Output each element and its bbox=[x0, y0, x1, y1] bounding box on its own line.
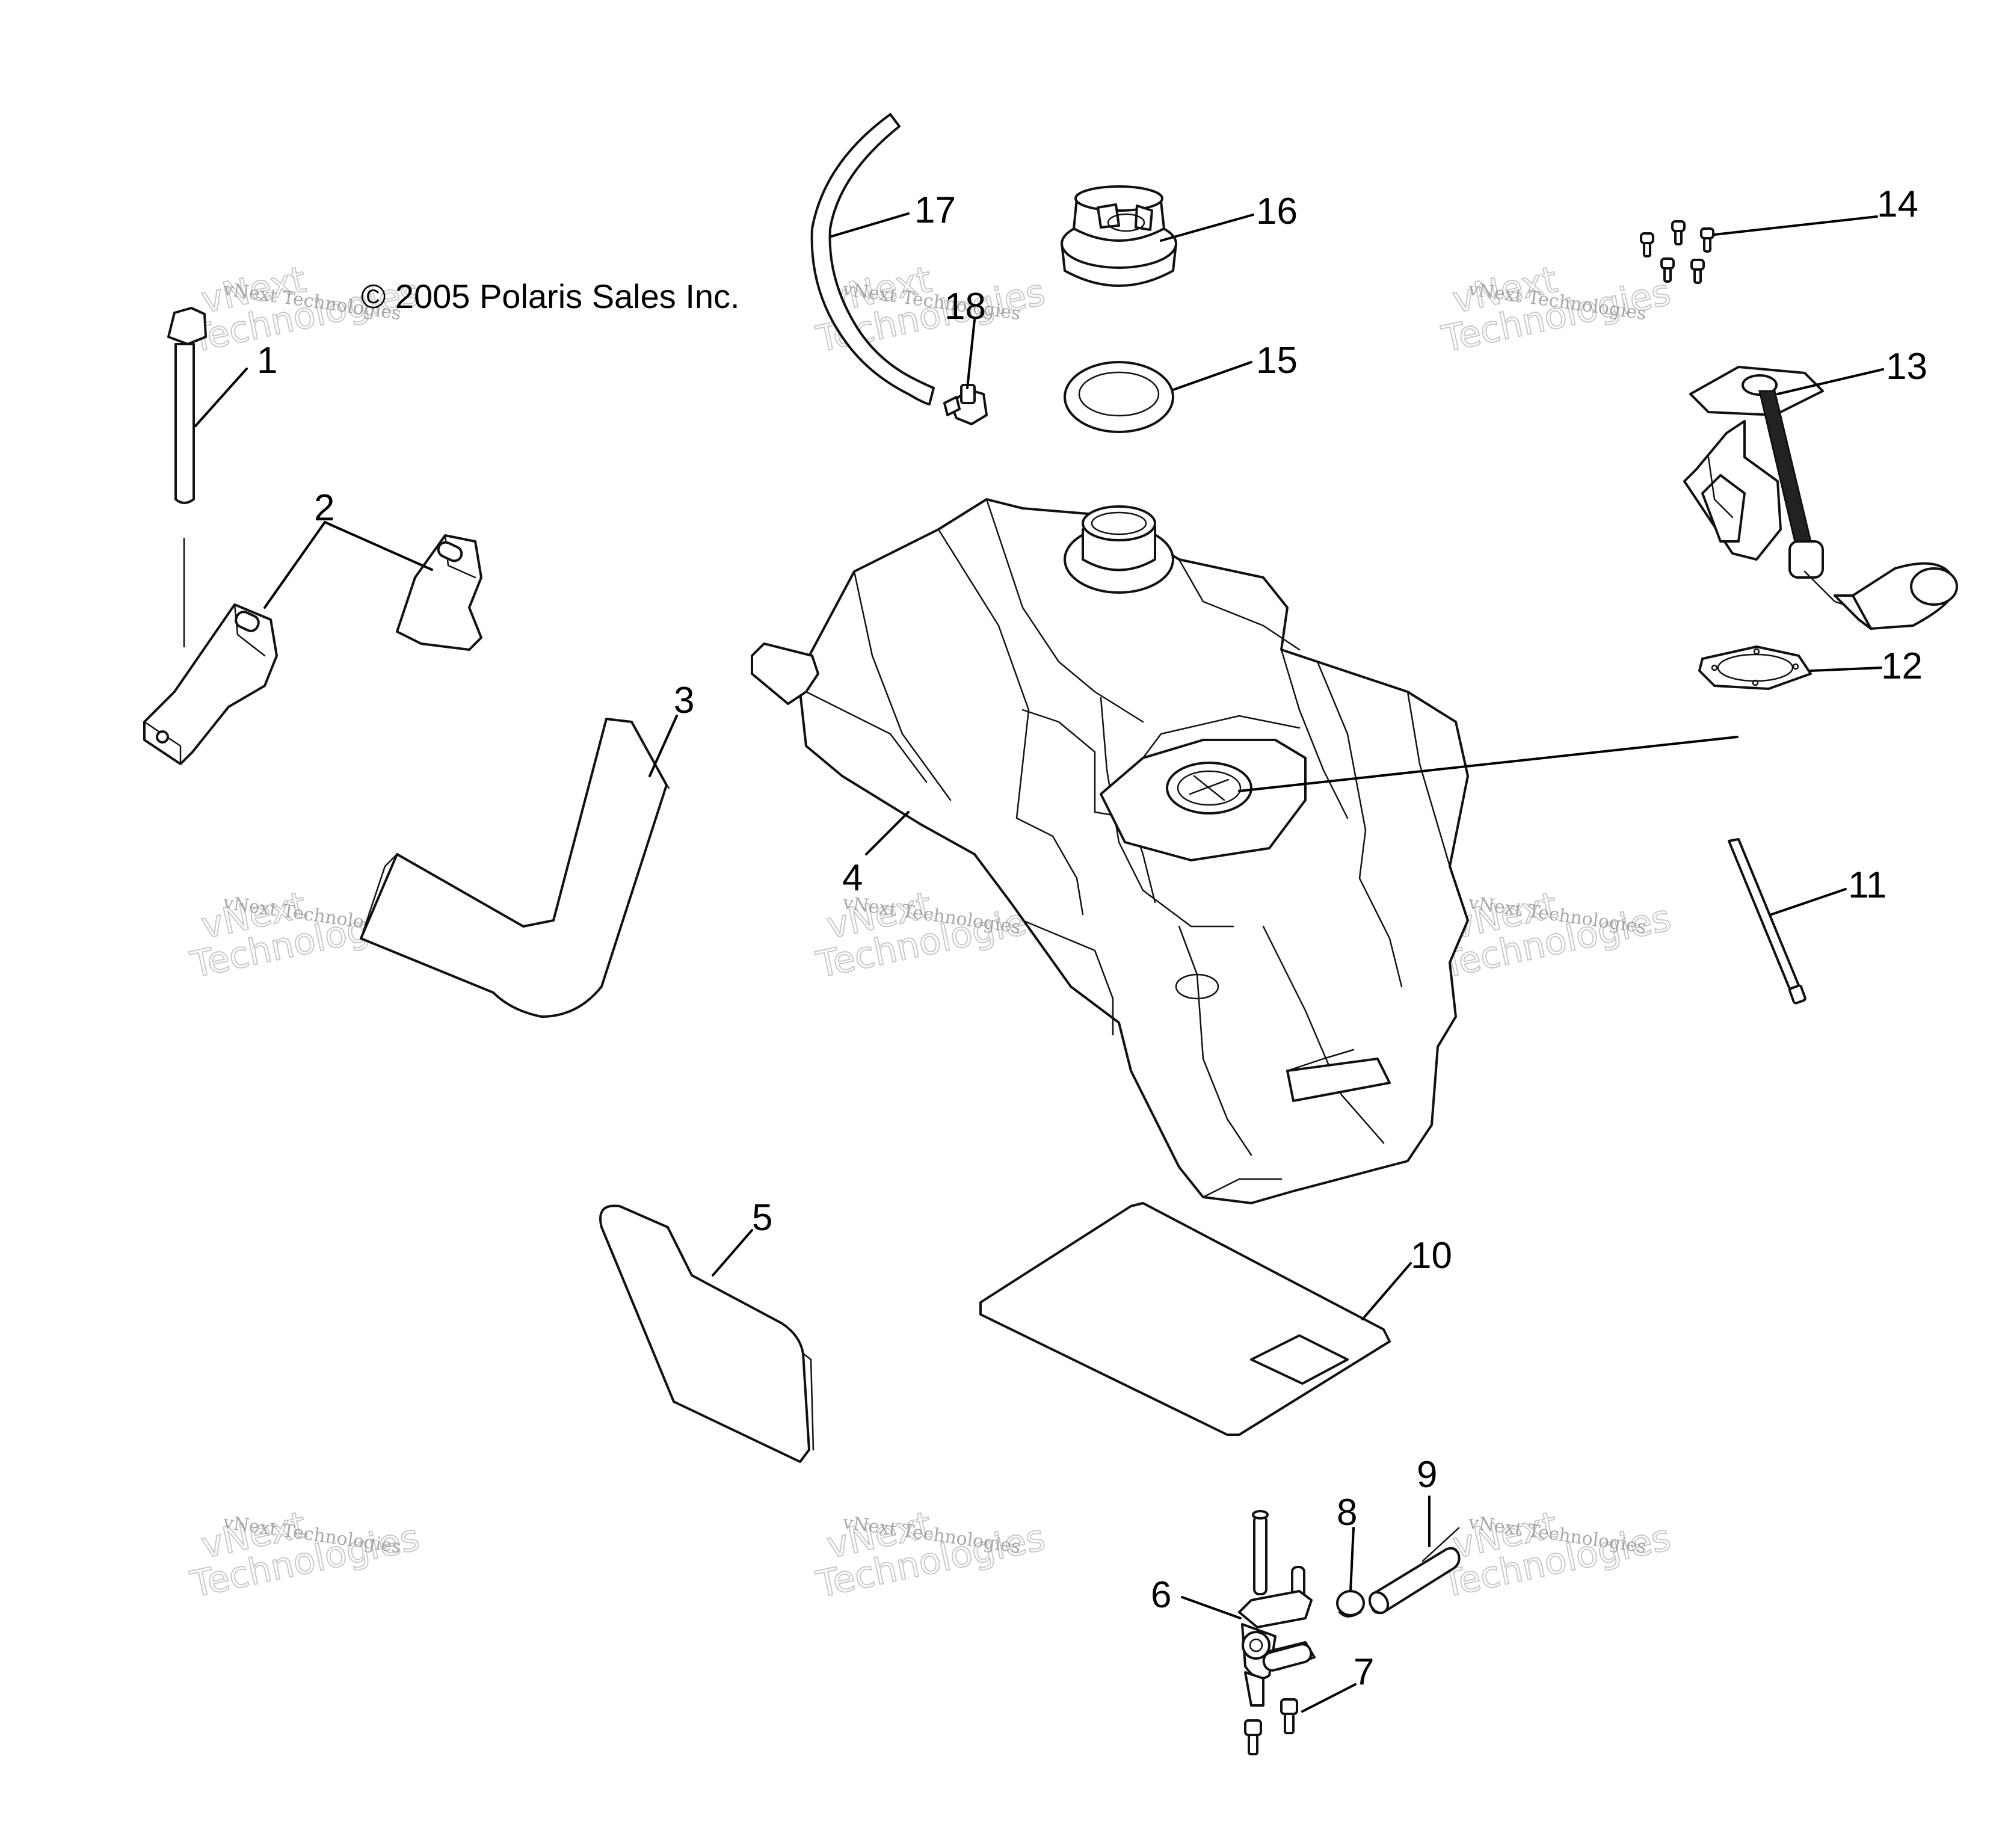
callout-13: 13 bbox=[1886, 346, 1927, 387]
callout-3: 3 bbox=[674, 680, 694, 721]
part-7-screw-b[interactable] bbox=[1280, 1698, 1298, 1734]
callout-10: 10 bbox=[1411, 1235, 1452, 1277]
leader-7 bbox=[1301, 1683, 1357, 1713]
leader-13-to-tank bbox=[1238, 736, 1739, 792]
leader-lines bbox=[194, 212, 1884, 1713]
copyright-notice: © 2005 Polaris Sales Inc. bbox=[361, 277, 740, 315]
part-14-screw[interactable] bbox=[1640, 232, 1654, 257]
part-2-bracket-left[interactable] bbox=[143, 603, 278, 765]
leader-17 bbox=[830, 212, 910, 238]
part-10-mat[interactable] bbox=[979, 1202, 1391, 1436]
part-8-clamp[interactable] bbox=[1336, 1590, 1365, 1618]
callout-1: 1 bbox=[257, 340, 277, 381]
leader-16 bbox=[1160, 214, 1254, 242]
callout-5: 5 bbox=[752, 1197, 772, 1239]
part-2-bracket-right[interactable] bbox=[396, 534, 482, 651]
leader-3 bbox=[648, 715, 678, 777]
leader-12 bbox=[1810, 667, 1882, 672]
part-16-fuel-cap[interactable] bbox=[1061, 185, 1177, 287]
callout-11: 11 bbox=[1848, 864, 1886, 906]
callout-9: 9 bbox=[1417, 1454, 1437, 1495]
callout-2: 2 bbox=[314, 487, 334, 529]
leader-15 bbox=[1172, 361, 1252, 391]
part-12-gasket[interactable] bbox=[1698, 645, 1812, 690]
leader-5 bbox=[712, 1229, 753, 1277]
part-1-bolt[interactable] bbox=[167, 307, 207, 648]
leader-11 bbox=[1770, 888, 1847, 916]
callout-17: 17 bbox=[914, 189, 956, 231]
leader-2a bbox=[263, 521, 326, 609]
part-14-screw[interactable] bbox=[1660, 257, 1675, 283]
part-4-fuel-tank[interactable] bbox=[751, 498, 1469, 1204]
leader-14 bbox=[1713, 215, 1878, 236]
leader-8 bbox=[1349, 1527, 1355, 1592]
callout-16: 16 bbox=[1256, 191, 1298, 232]
callout-14: 14 bbox=[1877, 183, 1918, 225]
callout-numbers: 1 2 3 4 5 6 7 8 9 10 11 12 13 14 15 16 1… bbox=[257, 183, 1927, 1693]
part-18-fitting[interactable] bbox=[943, 384, 988, 425]
callout-4: 4 bbox=[842, 857, 863, 899]
part-5-pad[interactable] bbox=[599, 1204, 815, 1463]
leader-2b bbox=[324, 521, 433, 571]
leader-10 bbox=[1361, 1262, 1412, 1320]
part-13-fuel-pump[interactable] bbox=[1683, 366, 1958, 630]
callout-12: 12 bbox=[1881, 645, 1923, 687]
callout-18: 18 bbox=[944, 286, 986, 327]
leader-18 bbox=[966, 319, 976, 389]
part-15-gasket-ring[interactable] bbox=[1064, 361, 1174, 433]
callout-6: 6 bbox=[1151, 1574, 1171, 1616]
leader-6 bbox=[1181, 1596, 1242, 1619]
leader-4 bbox=[865, 811, 910, 855]
part-9-hose[interactable] bbox=[1366, 1527, 1461, 1616]
part-7-screw-a[interactable] bbox=[1244, 1719, 1262, 1755]
part-17-vent-hose[interactable] bbox=[810, 113, 935, 405]
leader-13 bbox=[1776, 368, 1884, 395]
part-6-fuel-valve[interactable] bbox=[1238, 1510, 1316, 1707]
part-14-screws[interactable] bbox=[1640, 220, 1714, 284]
callout-8: 8 bbox=[1337, 1492, 1357, 1533]
part-14-screw[interactable] bbox=[1700, 227, 1714, 253]
callout-15: 15 bbox=[1256, 340, 1298, 381]
part-11-rod[interactable] bbox=[1728, 838, 1806, 1005]
part-14-screw[interactable] bbox=[1690, 259, 1705, 284]
leader-1 bbox=[194, 368, 248, 427]
part-14-screw[interactable] bbox=[1671, 220, 1686, 245]
part-3-pad[interactable] bbox=[360, 718, 670, 1018]
callout-7: 7 bbox=[1354, 1651, 1374, 1693]
